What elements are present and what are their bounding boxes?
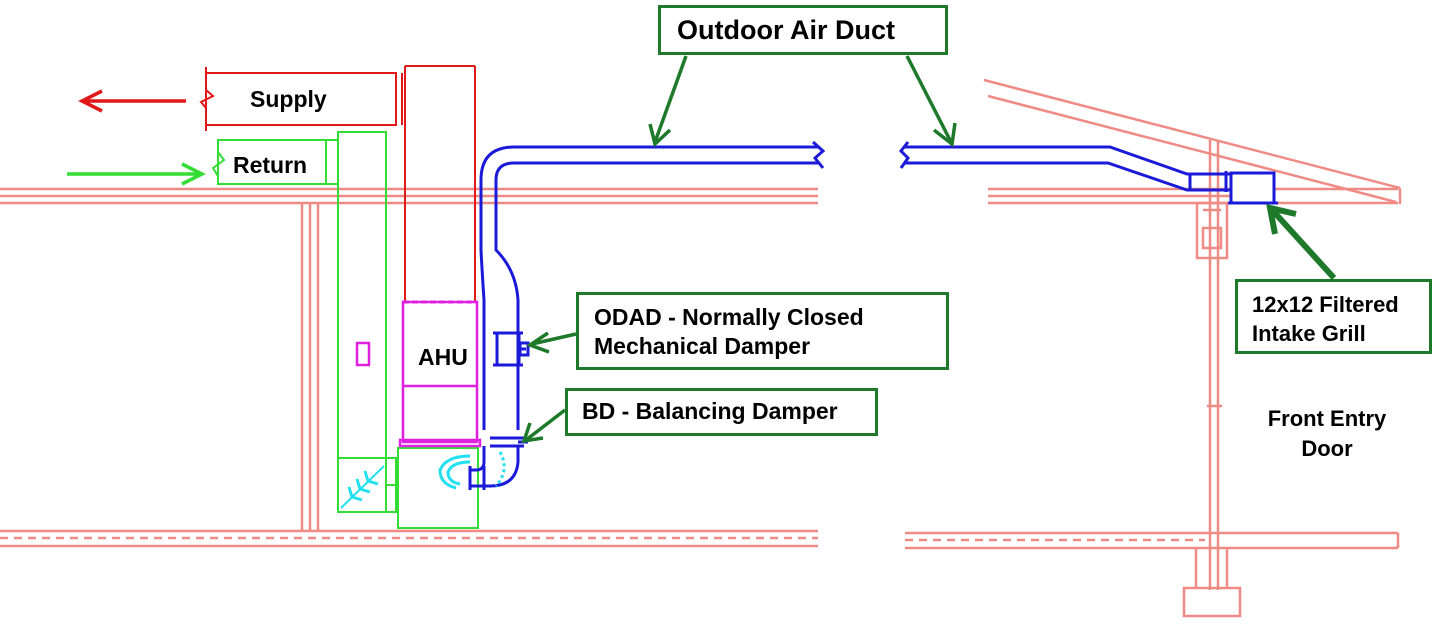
outdoor-air-duct-callout: Outdoor Air Duct [658, 5, 948, 55]
return-flow-arrow [67, 162, 206, 186]
arrow-bd [521, 408, 567, 444]
return-duct [211, 131, 479, 529]
outdoor-air-duct [468, 140, 1278, 490]
building-structure [0, 78, 1402, 618]
arrow-outdoor-air-left [648, 55, 688, 148]
arrow-odad [526, 331, 577, 354]
return-label: Return [233, 152, 308, 178]
supply-duct [199, 65, 476, 302]
arrow-grill [1266, 204, 1337, 281]
intake-grill-callout: 12x12 Filtered Intake Grill [1235, 279, 1432, 354]
door-label-line2: Door [1301, 436, 1353, 461]
front-entry-door-label: Front Entry Door [1240, 404, 1414, 464]
floor-left [0, 529, 818, 548]
supply-flow-arrow [78, 89, 186, 113]
door-frame [1182, 140, 1242, 618]
arrow-outdoor-air-right [905, 55, 957, 148]
flex-elbow [340, 451, 506, 509]
ceiling-left [0, 187, 818, 205]
odad-callout: ODAD - Normally Closed Mechanical Damper [576, 292, 949, 370]
supply-label: Supply [250, 86, 327, 112]
ahu-label: AHU [418, 344, 468, 370]
callout-arrows [521, 55, 1337, 444]
bd-label: BD - Balancing Damper [582, 398, 838, 424]
grill-label-line2: Intake Grill [1252, 321, 1366, 346]
outdoor-air-duct-label: Outdoor Air Duct [677, 15, 895, 45]
wall-column-left [300, 203, 320, 531]
ahu-unit [355, 300, 482, 448]
door-label-line1: Front Entry [1267, 406, 1387, 431]
roof [983, 78, 1402, 204]
odad-label-line2: Mechanical Damper [594, 333, 811, 359]
floor-right [905, 531, 1400, 550]
odad-label-line1: ODAD - Normally Closed [594, 304, 864, 330]
grill-label-line1: 12x12 Filtered [1252, 292, 1399, 317]
bd-callout: BD - Balancing Damper [565, 388, 878, 436]
